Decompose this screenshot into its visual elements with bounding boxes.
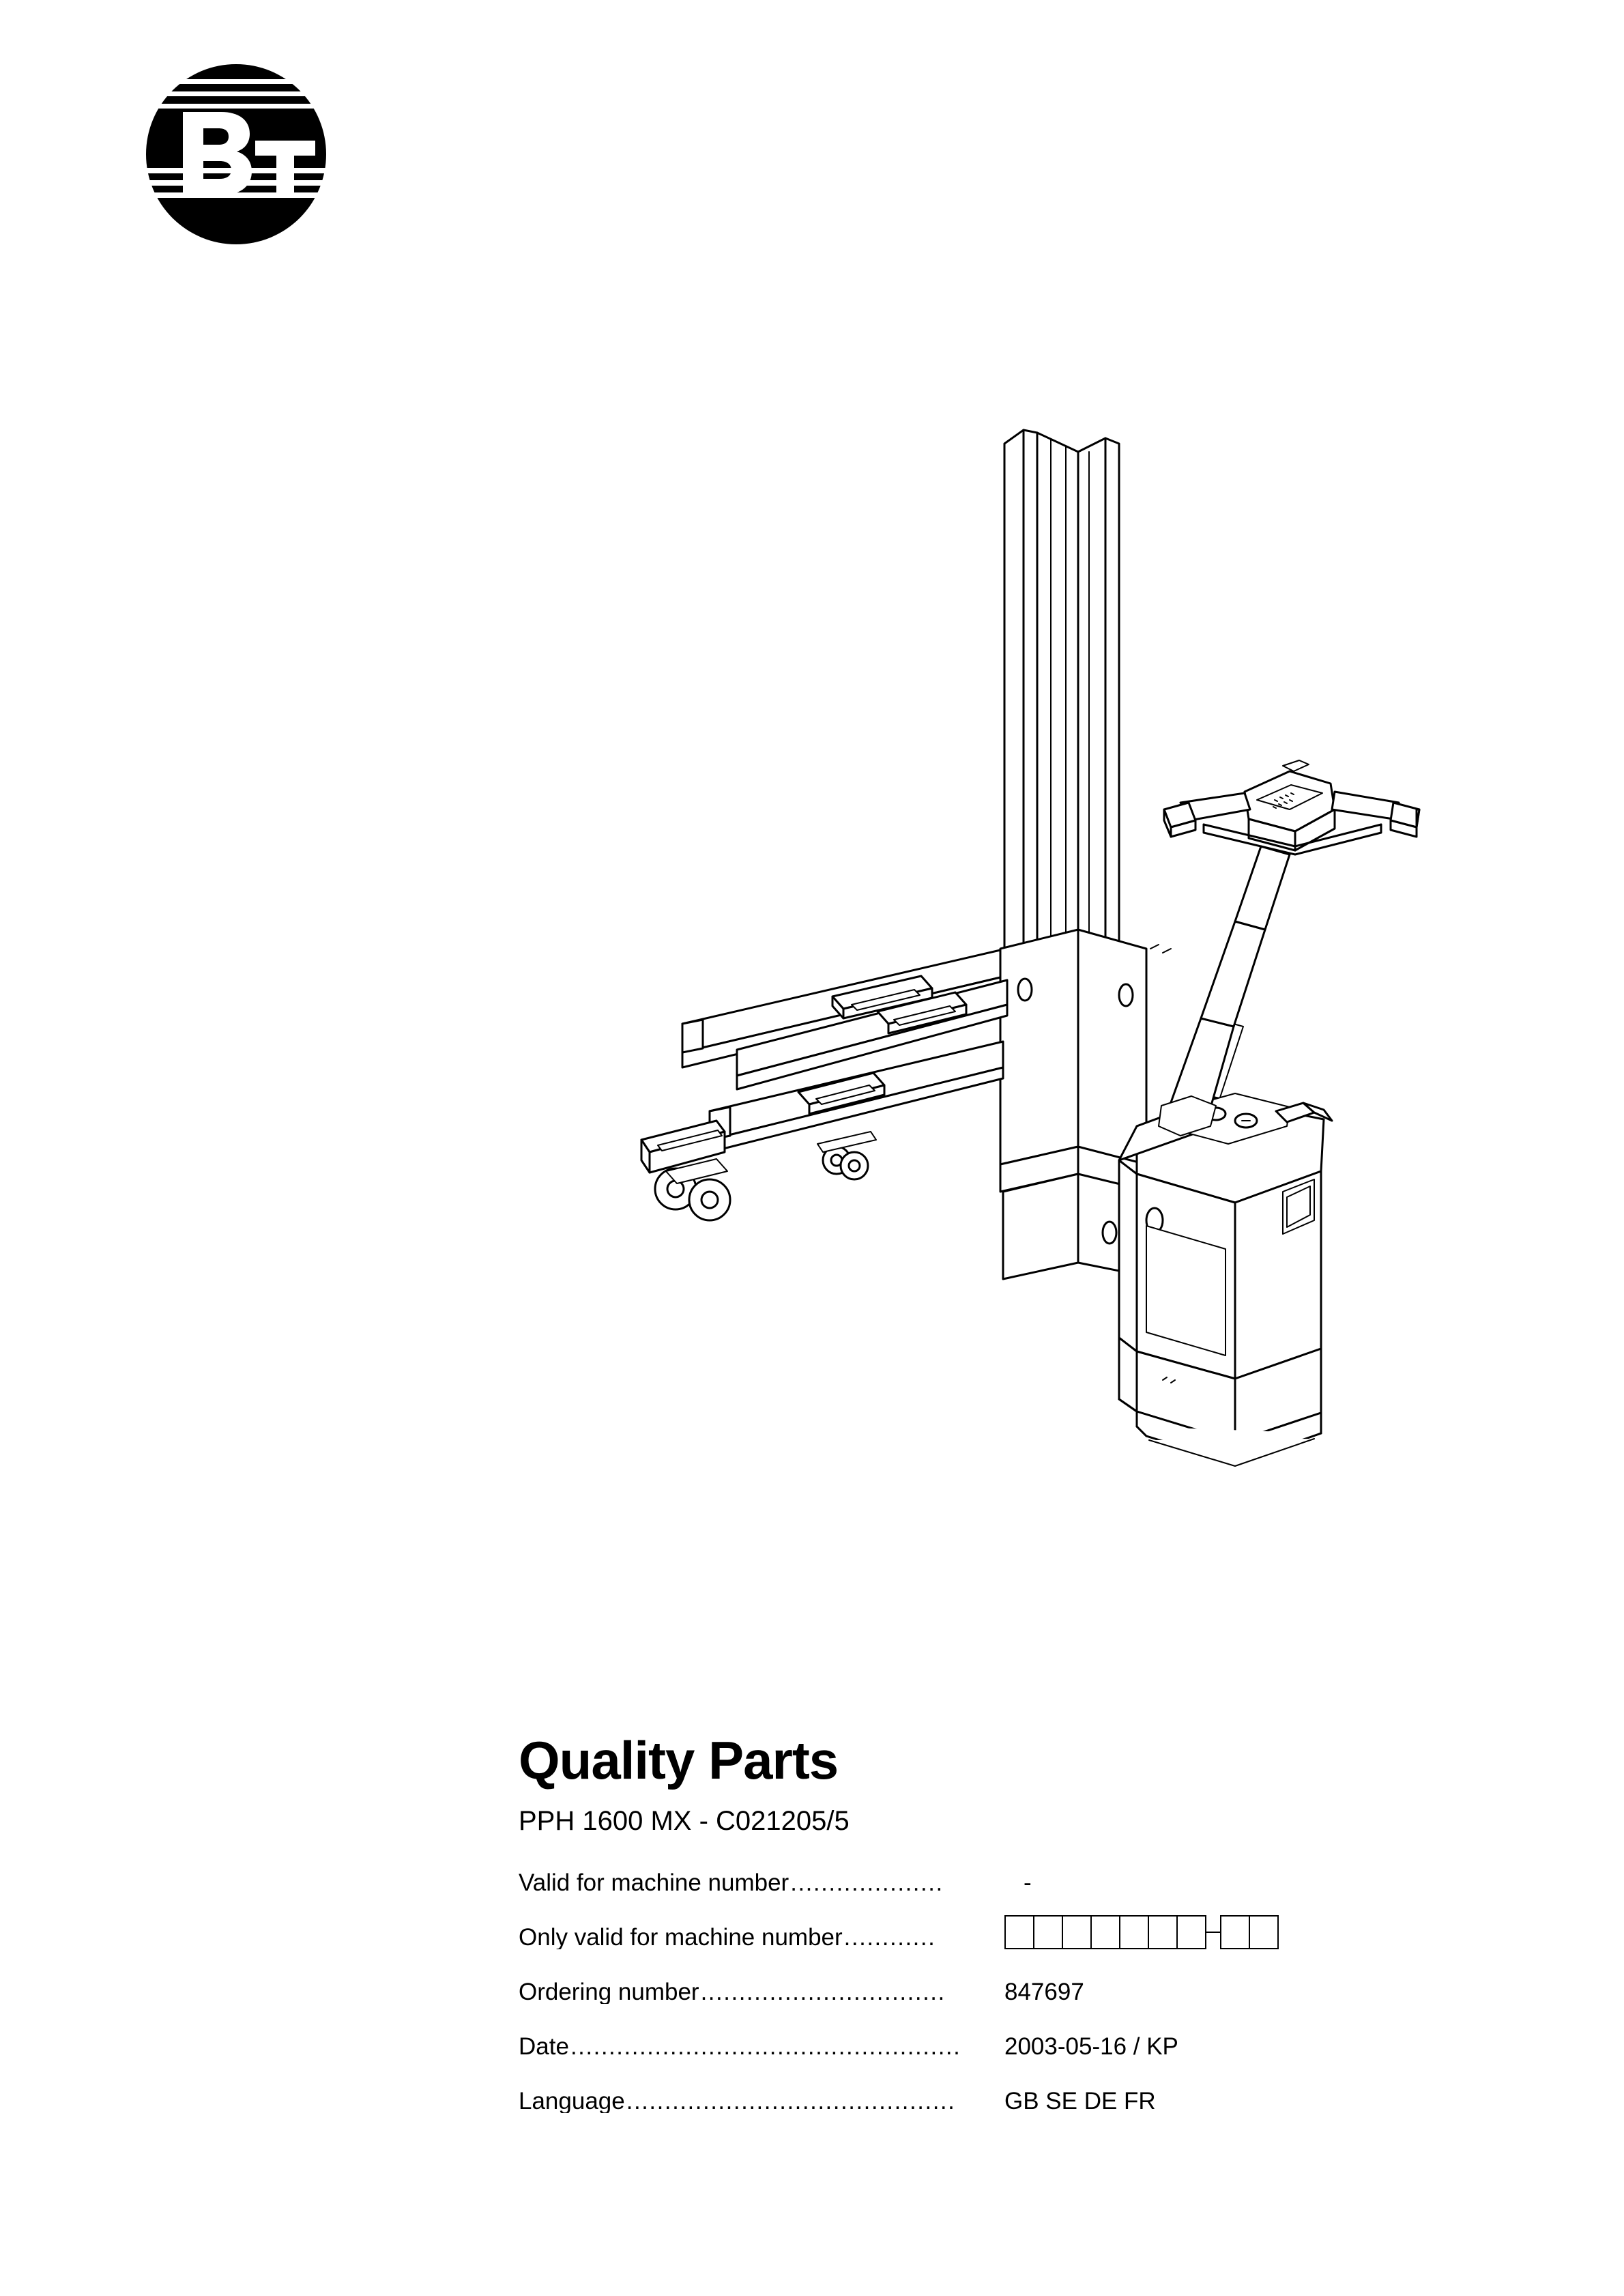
field-label: Valid for machine number ...............… [519, 1871, 996, 1895]
field-value-valid-for-machine-number: - [1024, 1869, 1032, 1896]
machine-number-cell[interactable] [1062, 1915, 1092, 1949]
field-row-ordering-number: Ordering number ........................… [519, 1972, 1474, 2004]
machine-number-cell[interactable] [1148, 1915, 1178, 1949]
field-list: Valid for machine number ...............… [519, 1863, 1474, 2113]
machine-number-boxes[interactable] [1004, 1915, 1279, 1949]
field-row-language: Language ...............................… [519, 2082, 1474, 2113]
leader-dots: ........................................… [626, 2089, 956, 2113]
model-subtitle: PPH 1600 MX - C021205/5 [519, 1806, 850, 1836]
machine-number-cell[interactable] [1090, 1915, 1120, 1949]
machine-number-cell[interactable] [1033, 1915, 1063, 1949]
leader-dots: ............ [843, 1925, 936, 1949]
field-value-ordering-number: 847697 [1004, 1979, 1084, 2005]
machine-number-separator [1205, 1932, 1220, 1933]
field-row-date: Date ...................................… [519, 2027, 1474, 2058]
machine-number-cell[interactable] [1249, 1915, 1279, 1949]
machine-number-cell[interactable] [1176, 1915, 1206, 1949]
field-row-valid-for-machine-number: Valid for machine number ...............… [519, 1863, 1474, 1895]
title-block: Quality Parts PPH 1600 MX - C021205/5 Va… [519, 1734, 1474, 2136]
field-value-date: 2003-05-16 / KP [1004, 2033, 1178, 2060]
field-row-only-valid-for-machine-number: Only valid for machine number ..........… [519, 1915, 1474, 1949]
leader-dots: ........................................… [570, 2035, 961, 2058]
page-title: Quality Parts [519, 1730, 839, 1790]
machine-number-cell[interactable] [1004, 1915, 1034, 1949]
pallet-truck-stacker-illustration [600, 423, 1433, 1549]
leader-dots: .................... [790, 1871, 944, 1895]
field-label: Only valid for machine number ..........… [519, 1925, 996, 1949]
field-label: Ordering number ........................… [519, 1980, 996, 2004]
field-label: Date ...................................… [519, 2035, 996, 2058]
field-value-language: GB SE DE FR [1004, 2088, 1156, 2114]
field-label: Language ...............................… [519, 2089, 996, 2113]
leader-dots: ................................ [700, 1980, 946, 2004]
bt-logo [141, 59, 332, 250]
machine-number-cell[interactable] [1119, 1915, 1149, 1949]
machine-number-cell[interactable] [1220, 1915, 1250, 1949]
